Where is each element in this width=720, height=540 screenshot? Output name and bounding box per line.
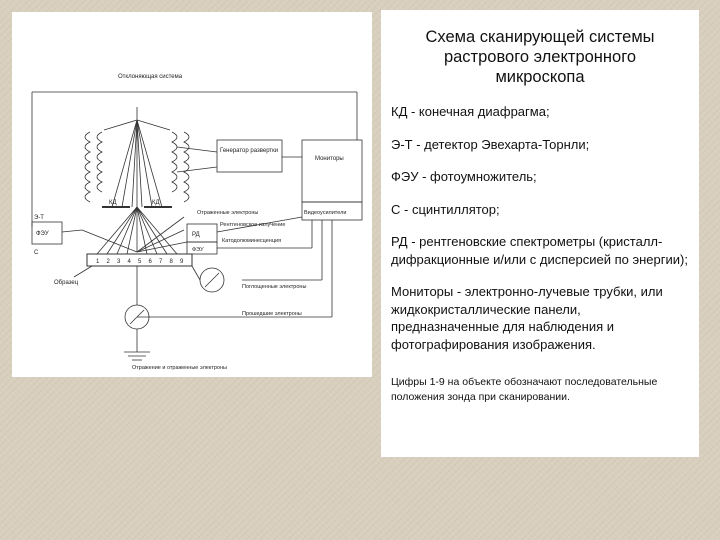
position-label: 5	[138, 259, 142, 265]
position-label: 6	[149, 259, 153, 265]
kd-left-label: КД	[109, 200, 117, 206]
definition-c: С - сцинтиллятор;	[391, 201, 500, 217]
video-label: Видеоусилители	[304, 210, 346, 216]
monitors-label: Мониторы	[315, 156, 344, 162]
et-label: Э-Т	[34, 215, 44, 221]
bottom-label: Отражение и отраженные электроны	[132, 365, 227, 371]
generator-label: Генератор развертки	[220, 148, 278, 154]
position-label: 9	[180, 259, 184, 265]
xray-label: Рентгеновское излучение	[220, 222, 285, 228]
position-label: 2	[107, 259, 111, 265]
definition-kd: КД - конечная диафрагма;	[391, 104, 550, 119]
definition-feu: ФЭУ - фотоумножитель;	[391, 169, 537, 184]
deflection-label: Отклоняющая система	[118, 74, 183, 80]
rd-label: РД	[192, 232, 200, 238]
definition-et: Э-Т - детектор Эвехарта-Торнли;	[391, 136, 590, 152]
slide-title: Схема сканирующей системы растрового эле…	[425, 28, 655, 86]
position-label: 7	[159, 259, 163, 265]
sample-label: Образец	[54, 280, 79, 286]
c-label: С	[34, 250, 39, 256]
reflected-label: Отраженные электроны	[197, 210, 258, 216]
sem-scheme-diagram: Отклоняющая система Генератор развертки …	[12, 12, 372, 377]
position-label: 1	[96, 259, 100, 265]
absorbed-label: Поглощенные электроны	[242, 284, 306, 290]
position-label: 4	[128, 259, 132, 265]
passed-label: Прошедшие электроны	[242, 311, 302, 317]
cathodo-label: Катодолюминесценция	[222, 238, 281, 244]
feu2-label: ФЭУ	[192, 247, 204, 253]
scan-positions-note: Цифры 1-9 на объекте обозначают последов…	[391, 376, 658, 403]
definition-rd: РД - рентгеновские спектрометры (кристал…	[391, 234, 688, 267]
kd-right-label: КД	[152, 200, 160, 206]
feu-label: ФЭУ	[36, 231, 49, 237]
definitions-panel: Схема сканирующей системы растрового эле…	[381, 10, 699, 457]
position-label: 8	[170, 259, 174, 265]
position-label: 3	[117, 259, 121, 265]
definition-monitors: Мониторы - электронно-лучевые трубки, ил…	[391, 284, 663, 352]
